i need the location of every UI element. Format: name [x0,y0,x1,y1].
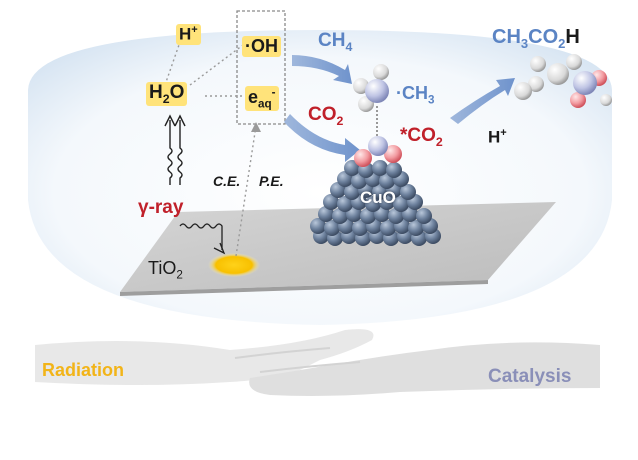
cuo-sphere [386,162,402,178]
hydrated-electron-label: eaq- [245,86,279,111]
hydroxyl-radical-label: ·OH [242,36,281,57]
radiation-label: Radiation [42,360,124,381]
cuo-sphere [372,160,388,176]
pe-label: P.E. [259,173,284,189]
cuo-label: CuO [360,188,396,208]
excitation-spot [208,253,260,277]
h-plus-label-top: H+ [176,24,201,45]
adsorbed-co2-label: *CO2 [400,125,443,149]
h-plus-label-right: H+ [488,127,507,148]
ce-label: C.E. [213,173,240,189]
gamma-ray-label: γ-ray [138,197,183,219]
acetic-acid-label: CH3CO2H [492,26,580,51]
h2o-label: H2O [146,82,187,106]
catalysis-label: Catalysis [488,366,571,388]
methyl-radical-label: ·CH3 [396,83,435,107]
methane-label: CH4 [318,30,352,54]
cuo-sphere [416,208,432,224]
tio2-label: TiO2 [148,258,183,282]
co2-label: CO2 [308,104,343,128]
